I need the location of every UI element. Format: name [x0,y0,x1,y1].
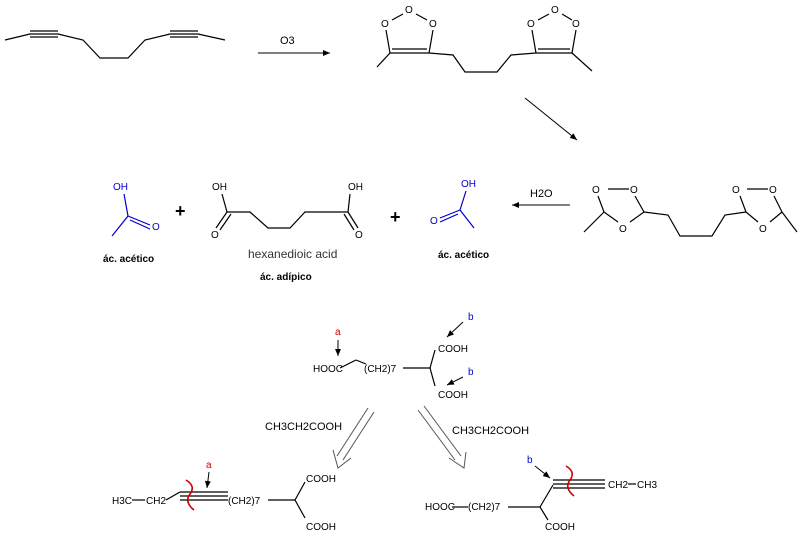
water-label: H2O [530,188,553,200]
acetic-acid-right: OH O ác. acético [430,179,489,261]
alkyne-precursor-b: HOOC (CH2)7 COOH b CH2 CH3 [425,455,657,533]
svg-text:CH2: CH2 [608,480,628,491]
svg-text:CH3: CH3 [637,480,657,491]
svg-text:COOH: COOH [306,474,336,485]
svg-text:OH: OH [113,182,128,193]
adipic-acid-name: ác. adípico [260,272,312,283]
ozonolysis-step: O3 [258,35,330,56]
svg-text:O: O [430,216,438,227]
alkyne-precursor: H3C CH2 a (CH2)7 COOH COOH [112,460,336,533]
marker-a: a [206,460,212,471]
svg-text:COOH: COOH [438,344,468,355]
plus-sign: + [175,201,186,221]
ozonide-intermediate: O O O O O O [583,185,798,237]
svg-text:O: O [630,185,638,196]
svg-text:(CH2)7: (CH2)7 [468,502,501,513]
adipic-acid: OH O OH O hexanedioic acid ác. adípico [211,182,363,283]
svg-text:H3C: H3C [112,496,132,507]
svg-text:COOH: COOH [438,390,468,401]
marker-b: b [527,455,533,466]
svg-text:O: O [572,19,580,30]
svg-text:O: O [381,19,389,30]
svg-text:O: O [405,5,413,16]
svg-text:O: O [551,5,559,16]
disconnection-mark [565,465,575,497]
propanoic-acid-label: CH3CH2COOH [265,421,342,433]
svg-text:O: O [592,185,600,196]
marker-b: b [468,367,474,378]
svg-text:O: O [759,224,767,235]
target-acid: a HOOC (CH2)7 COOH COOH b b [313,312,474,401]
svg-text:OH: OH [348,182,363,193]
svg-text:O: O [619,224,627,235]
svg-text:O: O [152,222,160,233]
acetic-acid-name: ác. acético [103,254,154,265]
svg-text:CH2: CH2 [146,496,166,507]
rearrangement-arrow [524,97,578,141]
svg-text:O: O [732,185,740,196]
svg-text:(CH2)7: (CH2)7 [364,364,397,375]
svg-text:HOOC: HOOC [313,364,343,375]
propanoic-acid-label: CH3CH2COOH [452,425,529,437]
plus-sign: + [390,207,401,227]
svg-text:HOOC: HOOC [425,502,455,513]
svg-text:O: O [355,230,363,241]
svg-text:O: O [527,19,535,30]
svg-text:OH: OH [212,182,227,193]
acetic-acid-left: OH O ác. acético [103,182,160,265]
acetic-acid-name: ác. acético [438,250,489,261]
svg-text:O: O [769,185,777,196]
retro-arrow-left [332,407,375,469]
svg-text:COOH: COOH [545,522,575,533]
retro-arrow-right [417,405,467,469]
marker-a: a [335,327,341,338]
hydrolysis-step: H2O [512,188,570,208]
starting-diyne [4,30,226,59]
adipic-iupac-name: hexanedioic acid [248,247,337,261]
svg-text:O: O [429,19,437,30]
svg-text:O: O [211,230,219,241]
svg-text:OH: OH [461,179,476,190]
ozone-label: O3 [280,35,295,47]
svg-text:(CH2)7: (CH2)7 [228,496,261,507]
svg-text:COOH: COOH [306,522,336,533]
disconnection-mark [185,479,195,511]
trioxole-intermediate: O O O O O O [376,5,593,73]
marker-b: b [468,312,474,323]
